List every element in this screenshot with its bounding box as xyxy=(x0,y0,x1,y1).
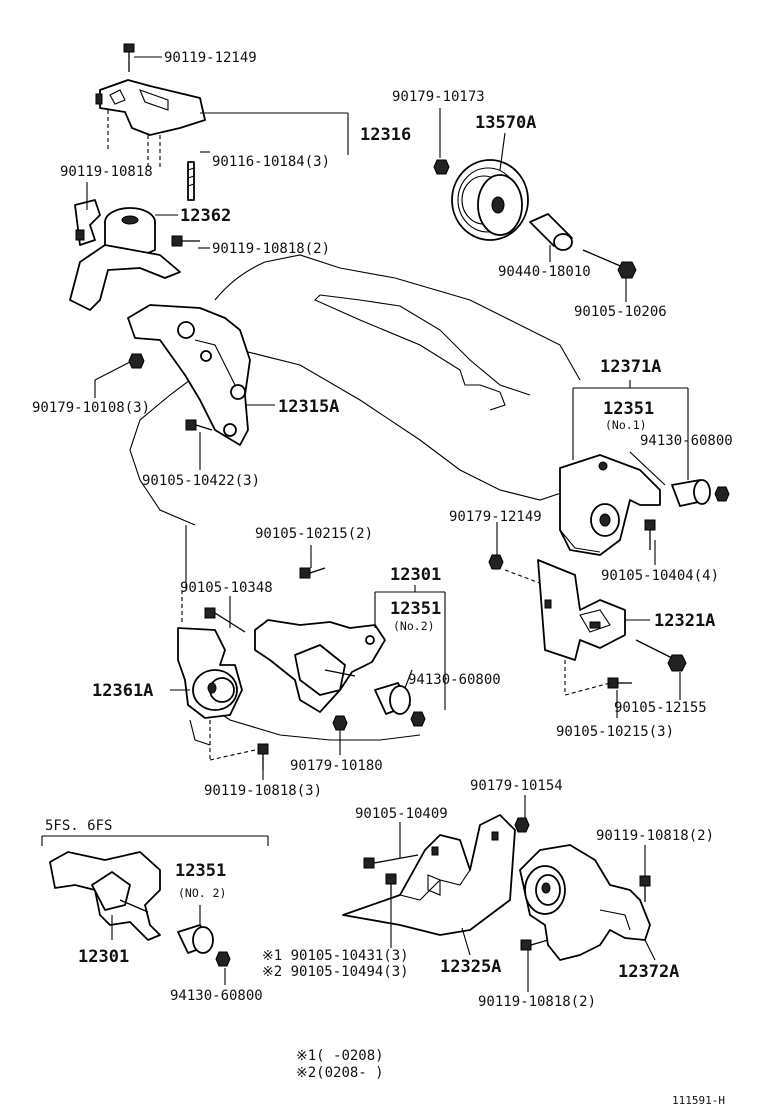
label-90179-10108[interactable]: 90179-10108(3) xyxy=(32,400,150,416)
label-90105-10404[interactable]: 90105-10404(4) xyxy=(601,568,719,584)
label-90105-10409[interactable]: 90105-10409 xyxy=(355,806,448,822)
engine-outline xyxy=(129,254,581,741)
stopper-94130-60800-c[interactable] xyxy=(177,924,214,954)
label-5fs-6fs: 5FS. 6FS xyxy=(45,818,112,834)
bolt-90105-10431-10494[interactable] xyxy=(385,873,397,896)
label-90179-12149[interactable]: 90179-12149 xyxy=(449,509,542,525)
label-no1: (No.1) xyxy=(605,418,647,432)
label-12315A[interactable]: 12315A xyxy=(278,397,339,417)
label-12321A[interactable]: 12321A xyxy=(654,611,715,631)
label-90119-10818-2a[interactable]: 90119-10818(2) xyxy=(212,241,330,257)
bolt-90119-12149[interactable] xyxy=(123,43,135,72)
label-90105-10422[interactable]: 90105-10422(3) xyxy=(142,473,260,489)
engine-mount-12362[interactable] xyxy=(69,199,181,311)
label-90105-10206[interactable]: 90105-10206 xyxy=(574,304,667,320)
label-90119-10818-2c[interactable]: 90119-10818(2) xyxy=(478,994,596,1010)
label-90119-10818-3[interactable]: 90119-10818(3) xyxy=(204,783,322,799)
label-12351-c[interactable]: 12351 xyxy=(175,861,226,881)
label-12371A[interactable]: 12371A xyxy=(600,357,661,377)
label-12361A[interactable]: 12361A xyxy=(92,681,153,701)
label-90105-10215-2[interactable]: 90105-10215(2) xyxy=(255,526,373,542)
label-12316[interactable]: 12316 xyxy=(360,125,411,145)
nut-90179-10173[interactable] xyxy=(433,159,450,175)
label-90119-12149[interactable]: 90119-12149 xyxy=(164,50,257,66)
label-90116-10184[interactable]: 90116-10184(3) xyxy=(212,154,330,170)
label-90179-10173[interactable]: 90179-10173 xyxy=(392,89,485,105)
part-labels: 90119-12149 90179-10173 13570A 12316 901… xyxy=(32,50,733,1107)
label-12325A[interactable]: 12325A xyxy=(440,957,501,977)
collar-90440-18010[interactable] xyxy=(529,213,573,251)
figure-id: 111591-H xyxy=(672,1094,725,1107)
bracket-12301-b[interactable] xyxy=(49,851,161,941)
nut-90179-10154[interactable] xyxy=(514,817,530,833)
label-12301-a[interactable]: 12301 xyxy=(390,565,441,585)
label-90179-10154[interactable]: 90179-10154 xyxy=(470,778,563,794)
label-90105-10431[interactable]: ※1 90105-10431(3) xyxy=(262,948,409,964)
engine-mount-12361A[interactable] xyxy=(177,627,243,746)
label-12301-b[interactable]: 12301 xyxy=(78,947,129,967)
bolt-90105-10422[interactable] xyxy=(185,419,213,431)
bolt-90119-10818-2a[interactable] xyxy=(171,235,200,247)
pulley-13570A[interactable] xyxy=(451,159,529,241)
nut-94130-60800-b[interactable] xyxy=(410,711,426,727)
label-90119-10818-a[interactable]: 90119-10818 xyxy=(60,164,153,180)
stud-90116-10184[interactable] xyxy=(187,161,195,201)
stopper-94130-60800-b[interactable] xyxy=(374,682,411,715)
bracket-12315A[interactable] xyxy=(127,304,251,446)
bracket-12325A[interactable] xyxy=(342,814,516,936)
leader-lines xyxy=(86,56,689,992)
engine-mount-12371A[interactable] xyxy=(559,454,661,556)
label-94130-60800-b[interactable]: 94130-60800 xyxy=(408,672,501,688)
label-90440-18010[interactable]: 90440-18010 xyxy=(498,264,591,280)
nut-90179-12149[interactable] xyxy=(488,554,504,570)
bolt-90119-10818-3[interactable] xyxy=(257,743,269,770)
label-90105-10494[interactable]: ※2 90105-10494(3) xyxy=(262,964,409,980)
bolt-90105-10206[interactable] xyxy=(582,249,637,279)
label-12351-no2[interactable]: 12351 xyxy=(390,599,441,619)
label-no2: (No.2) xyxy=(393,619,435,633)
bolt-90119-10818-2c[interactable] xyxy=(520,939,549,951)
label-13570A[interactable]: 13570A xyxy=(475,113,536,133)
bolt-90105-12155[interactable] xyxy=(635,639,687,672)
footnote-2: ※2(0208- ) xyxy=(296,1065,384,1081)
label-90105-12155[interactable]: 90105-12155 xyxy=(614,700,707,716)
label-90119-10818-2b[interactable]: 90119-10818(2) xyxy=(596,828,714,844)
nut-90179-10180[interactable] xyxy=(332,715,348,731)
bracket-12321A[interactable] xyxy=(537,559,626,661)
nut-94130-60800-a[interactable] xyxy=(714,486,730,502)
engine-mount-12372A[interactable] xyxy=(519,844,651,961)
nut-94130-60800-c[interactable] xyxy=(215,951,231,967)
bolt-90105-10409[interactable] xyxy=(363,854,419,869)
nut-90179-10108[interactable] xyxy=(128,353,145,369)
label-94130-60800-c[interactable]: 94130-60800 xyxy=(170,988,263,1004)
stopper-94130-60800-a[interactable] xyxy=(671,479,711,507)
bolt-90119-10818-2b[interactable] xyxy=(639,875,651,902)
label-90179-10180[interactable]: 90179-10180 xyxy=(290,758,383,774)
bolt-90105-10348[interactable] xyxy=(204,607,246,633)
bracket-12301-a[interactable] xyxy=(254,619,386,713)
footnote-1: ※1( -0208) xyxy=(296,1048,384,1064)
label-94130-60800-a[interactable]: 94130-60800 xyxy=(640,433,733,449)
label-90105-10348[interactable]: 90105-10348 xyxy=(180,580,273,596)
inset-5fs-6fs xyxy=(41,835,269,846)
label-12362[interactable]: 12362 xyxy=(180,206,231,226)
label-12351-no1[interactable]: 12351 xyxy=(603,399,654,419)
bolt-90105-10215-2[interactable] xyxy=(299,567,326,579)
label-90105-10215-3[interactable]: 90105-10215(3) xyxy=(556,724,674,740)
bolt-90105-10404[interactable] xyxy=(644,519,656,550)
label-12372A[interactable]: 12372A xyxy=(618,962,679,982)
upper-bracket-12316[interactable] xyxy=(95,79,206,136)
bolt-90105-10215-3[interactable] xyxy=(607,677,632,689)
label-no2b: (NO. 2) xyxy=(178,886,226,900)
